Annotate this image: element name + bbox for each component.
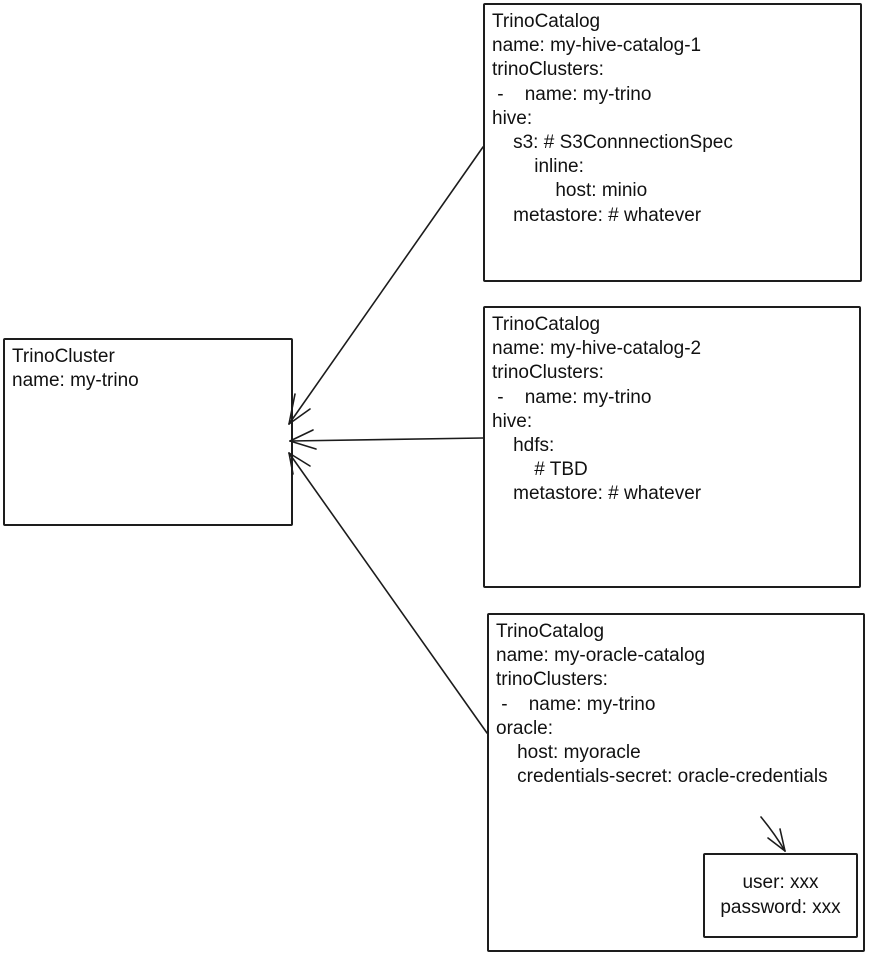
yaml-line: trinoClusters: bbox=[492, 362, 604, 384]
yaml-line: metastore: # whatever bbox=[492, 483, 702, 505]
yaml-line: # TBD bbox=[492, 459, 588, 481]
trino-cluster-box: TrinoCluster name: my-trino bbox=[3, 338, 293, 526]
yaml-line: credentials-secret: oracle-credentials bbox=[496, 766, 828, 788]
yaml-line: hdfs: bbox=[492, 435, 555, 457]
yaml-line: trinoClusters: bbox=[492, 59, 604, 81]
yaml-line: TrinoCatalog bbox=[496, 621, 605, 642]
yaml-line: - name: my-trino bbox=[496, 693, 656, 715]
yaml-line: host: myoracle bbox=[496, 742, 641, 764]
yaml-line: TrinoCatalog bbox=[492, 11, 601, 32]
arrow-catalog3-to-cluster bbox=[288, 452, 488, 734]
yaml-line: metastore: # whatever bbox=[492, 204, 702, 226]
arrow-catalog2-to-cluster bbox=[289, 429, 484, 450]
yaml-line: password: xxx bbox=[720, 896, 841, 918]
yaml-line: oracle: bbox=[496, 717, 554, 739]
yaml-line: TrinoCatalog bbox=[492, 314, 601, 335]
yaml-line: s3: # S3ConnnectionSpec bbox=[492, 132, 733, 154]
yaml-line: - name: my-trino bbox=[492, 386, 652, 408]
yaml-line: name: my-oracle-catalog bbox=[496, 645, 706, 667]
yaml-line: TrinoCluster bbox=[12, 346, 115, 367]
arrow-catalog1-to-cluster bbox=[288, 146, 484, 425]
yaml-line: name: my-hive-catalog-2 bbox=[492, 338, 702, 360]
yaml-line: trinoClusters: bbox=[496, 669, 608, 691]
yaml-line: inline: bbox=[492, 156, 584, 178]
trino-cluster-yaml: TrinoCluster name: my-trino bbox=[12, 345, 284, 393]
yaml-line: hive: bbox=[492, 107, 533, 129]
yaml-line: name: my-hive-catalog-1 bbox=[492, 35, 702, 57]
yaml-line: host: minio bbox=[492, 180, 648, 202]
yaml-line: hive: bbox=[492, 410, 533, 432]
yaml-line: name: my-trino bbox=[12, 370, 139, 392]
yaml-line: - name: my-trino bbox=[492, 83, 652, 105]
yaml-line: user: xxx bbox=[742, 872, 819, 894]
